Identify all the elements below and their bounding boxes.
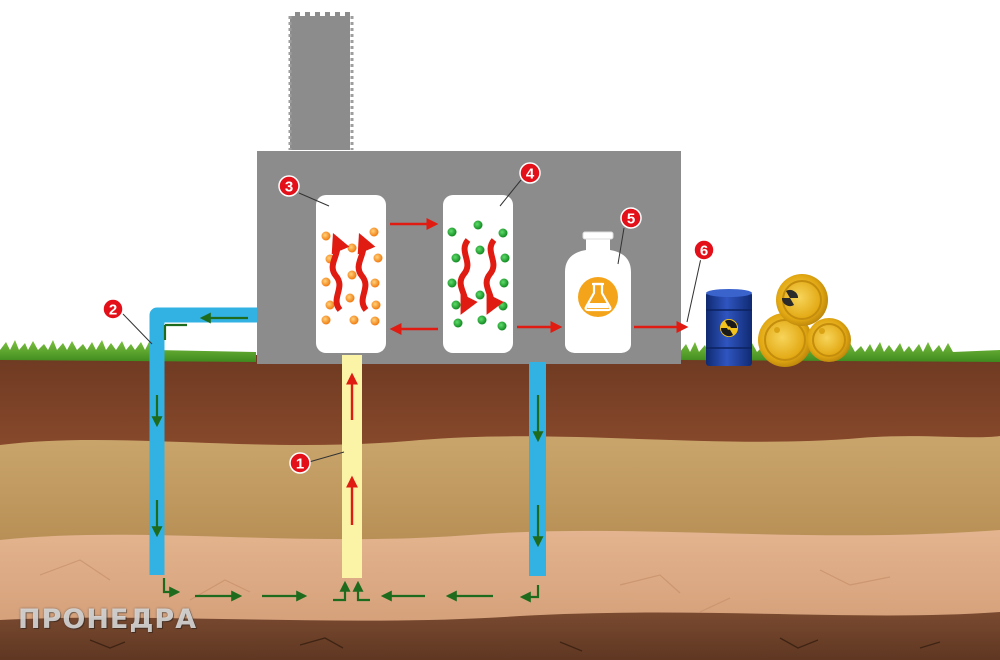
flow-arrow [333,580,351,602]
marker-2: 2 [102,298,124,320]
leader-line [122,313,153,345]
marker-3-label: 3 [285,179,293,196]
marker-4-label: 4 [526,166,535,183]
bottle-cap [582,231,614,240]
yellow-barrel [807,318,851,362]
falling-flow-arrow [483,238,504,315]
marker-6-label: 6 [700,243,708,260]
marker-leaders [122,179,702,463]
markers: 1 2 3 4 5 6 [102,162,715,474]
leader-line [686,257,702,323]
ground-layers [0,340,1000,660]
falling-flow-arrow [457,238,478,315]
marker-5: 5 [620,207,642,229]
sorption-tank [316,195,386,353]
rock-layer [0,530,1000,630]
marker-3: 3 [278,175,300,197]
production-well [342,355,362,578]
flask-icon [584,282,612,312]
desorption-tank [443,195,513,353]
reagent-bottle [565,231,631,353]
groundwater-flow-arrows [151,312,544,603]
flow-arrow [352,580,370,602]
flow-arrow [519,585,540,603]
yellow-barrel [776,274,828,326]
marker-4: 4 [519,162,541,184]
bedrock-cracks [89,637,941,652]
bedrock-layer [0,612,1000,660]
flow-arrow [162,578,181,598]
rock-veins [39,559,891,613]
sand-layer [0,436,1000,560]
marker-5-label: 5 [627,211,635,228]
radiation-icon [720,319,738,337]
marker-1: 1 [289,452,311,474]
blue-barrel [706,289,752,366]
yellow-barrel [758,313,812,367]
rising-flow-arrow [355,232,376,312]
leader-line [308,451,345,463]
product-barrels [706,274,851,367]
leader-line [617,227,625,265]
injection-pipe-right [529,362,546,576]
chimney [290,12,350,150]
process-flow-arrows [389,218,689,335]
injection-pipe-left [149,307,257,575]
rising-flow-arrow [329,232,350,312]
leader-line [499,179,522,207]
injection-well [149,307,546,576]
marker-2-label: 2 [109,302,117,319]
leader-line [298,192,330,207]
marker-1-label: 1 [296,456,304,473]
uranium-particles [321,227,383,326]
radiation-icon [781,289,799,307]
watermark-logo: ПРОНЕДРА [18,604,198,635]
marker-6: 6 [693,239,715,261]
production-pipe [342,355,362,578]
